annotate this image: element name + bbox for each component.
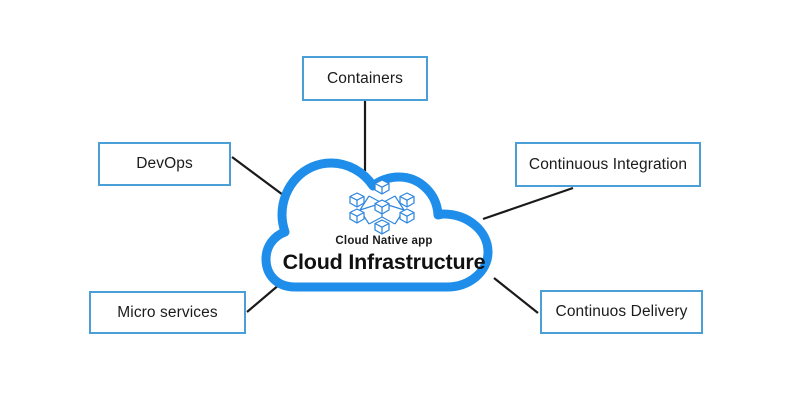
node-continuos-delivery-label: Continuos Delivery [555, 303, 688, 320]
node-continuous-integration[interactable]: Continuous Integration [515, 142, 701, 187]
node-continuous-integration-label: Continuous Integration [528, 155, 688, 173]
node-devops[interactable]: DevOps [98, 142, 231, 186]
connector-continuous-integration [482, 186, 574, 221]
cube-network-icon [349, 179, 415, 235]
node-micro-services-label: Micro services [117, 303, 218, 321]
node-containers[interactable]: Containers [302, 56, 428, 101]
node-micro-services[interactable]: Micro services [89, 291, 246, 334]
node-containers-label: Containers [327, 69, 403, 87]
node-continuos-delivery[interactable]: Continuos Delivery [540, 290, 703, 334]
node-devops-label: DevOps [136, 155, 193, 172]
connector-microservices [246, 283, 281, 313]
connector-continuos-delivery [493, 277, 539, 314]
